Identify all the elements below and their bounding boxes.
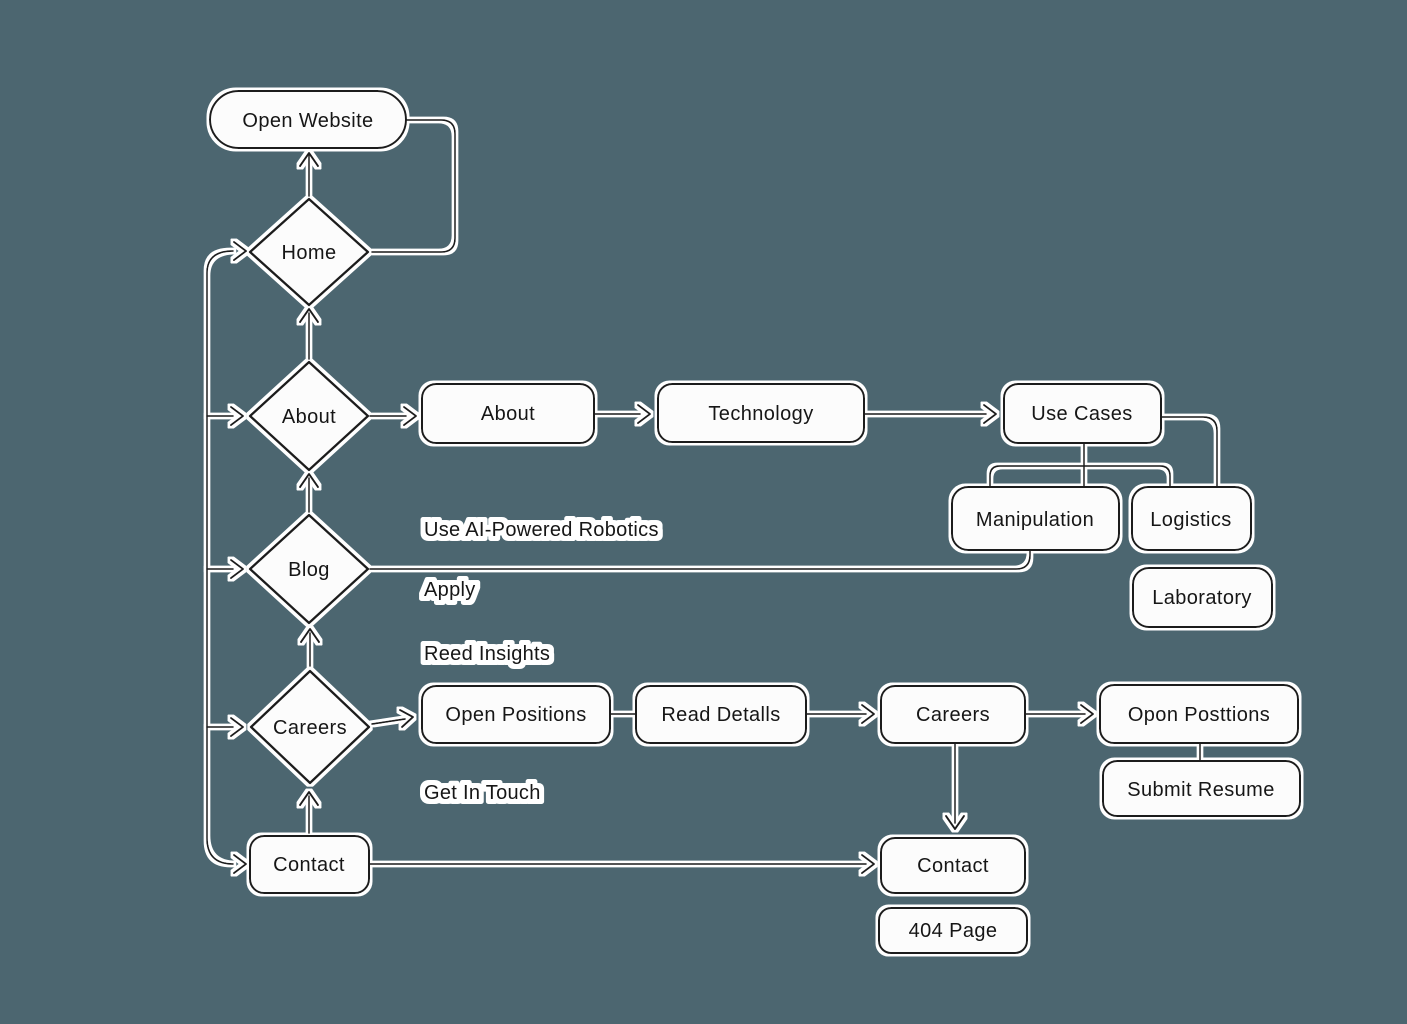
node-submit-resume-label: Submit Resume xyxy=(1127,779,1274,801)
node-logistics-label: Logistics xyxy=(1150,509,1231,531)
node-manipulation xyxy=(951,486,1120,551)
node-careers-page-label: Careers xyxy=(916,704,990,726)
node-careers xyxy=(249,669,371,785)
node-open-positions-page xyxy=(1099,684,1299,744)
arrowhead-rail-careers xyxy=(230,717,244,737)
node-manipulation-label: Manipulation xyxy=(976,509,1094,531)
arrowhead-rail-home xyxy=(233,241,247,261)
arrowhead-rail-blog xyxy=(230,559,244,579)
edge-careersdiamond-to-openpositions xyxy=(371,718,406,725)
edge-label-get-in-touch: Get In Touch xyxy=(424,782,541,804)
node-open-website xyxy=(209,90,407,149)
node-logistics xyxy=(1131,486,1252,551)
arrowhead-up-blog xyxy=(300,628,320,643)
edge-left-rail xyxy=(206,250,234,865)
node-read-details xyxy=(635,685,807,744)
node-contact-page-label: Contact xyxy=(917,855,989,877)
node-read-details-label: Read Detalls xyxy=(661,704,780,726)
arrowhead-up-open-website xyxy=(299,152,319,167)
node-careers-page xyxy=(880,685,1026,744)
node-laboratory xyxy=(1132,567,1273,628)
node-submit-resume xyxy=(1102,760,1301,817)
node-home-label: Home xyxy=(282,242,337,264)
edge-label-apply: Apply xyxy=(424,579,476,601)
edge-labels: Use AI-Powered Robotics Apply Reed Insig… xyxy=(422,517,661,807)
node-laboratory-label: Laboratory xyxy=(1152,587,1252,609)
arrowhead-up-about xyxy=(299,473,319,488)
node-blog-label: Blog xyxy=(288,559,330,581)
node-technology-label: Technology xyxy=(708,403,813,425)
node-about-label: About xyxy=(282,406,336,428)
node-contact-page xyxy=(880,837,1026,894)
node-about-page-label: About xyxy=(481,403,535,425)
node-careers-label: Careers xyxy=(273,717,347,739)
arrowhead-careerspage xyxy=(861,704,875,724)
node-blog xyxy=(248,513,370,625)
arrowhead-rail-about xyxy=(230,406,244,426)
nodes: Open Website Home About Blog Careers Con… xyxy=(209,90,1301,954)
node-open-website-label: Open Website xyxy=(242,110,373,132)
node-about-page xyxy=(421,383,595,444)
node-home xyxy=(248,197,370,307)
node-use-cases xyxy=(1003,383,1162,444)
edges xyxy=(206,119,1218,874)
arrowhead-technology xyxy=(637,404,651,424)
node-use-cases-label: Use Cases xyxy=(1031,403,1132,425)
arrowhead-rail-contact xyxy=(233,854,247,874)
arrowhead-aboutpage xyxy=(403,406,417,426)
edge-usecases-to-logistics xyxy=(1160,416,1218,487)
edge-usecases-bracket xyxy=(989,465,1171,487)
node-contact-label: Contact xyxy=(273,854,345,876)
edge-label-use-ai-powered-robotics: Use AI-Powered Robotics xyxy=(424,519,659,541)
node-contact xyxy=(249,835,370,894)
node-404-page xyxy=(878,907,1028,954)
arrowhead-up-careers xyxy=(299,791,319,806)
arrowhead-down-contactpage xyxy=(945,815,965,830)
arrowhead-openpositions xyxy=(399,709,414,728)
edge-blog-to-manipulation xyxy=(369,550,1031,570)
node-open-positions-label: Open Positions xyxy=(445,704,586,726)
node-about xyxy=(248,360,370,472)
edge-open-website-loop-home xyxy=(371,119,456,253)
arrowhead-openpositionspage xyxy=(1080,704,1094,724)
arrowhead-up-home xyxy=(299,308,319,323)
arrowhead-usecases xyxy=(983,404,997,424)
node-open-positions-page-label: Opon Posttions xyxy=(1128,704,1270,726)
edge-label-reed-insights: Reed Insights xyxy=(424,643,550,665)
node-technology xyxy=(657,383,865,443)
arrowhead-contactpage xyxy=(861,854,875,874)
node-open-positions xyxy=(421,685,611,744)
node-404-page-label: 404 Page xyxy=(909,920,998,942)
